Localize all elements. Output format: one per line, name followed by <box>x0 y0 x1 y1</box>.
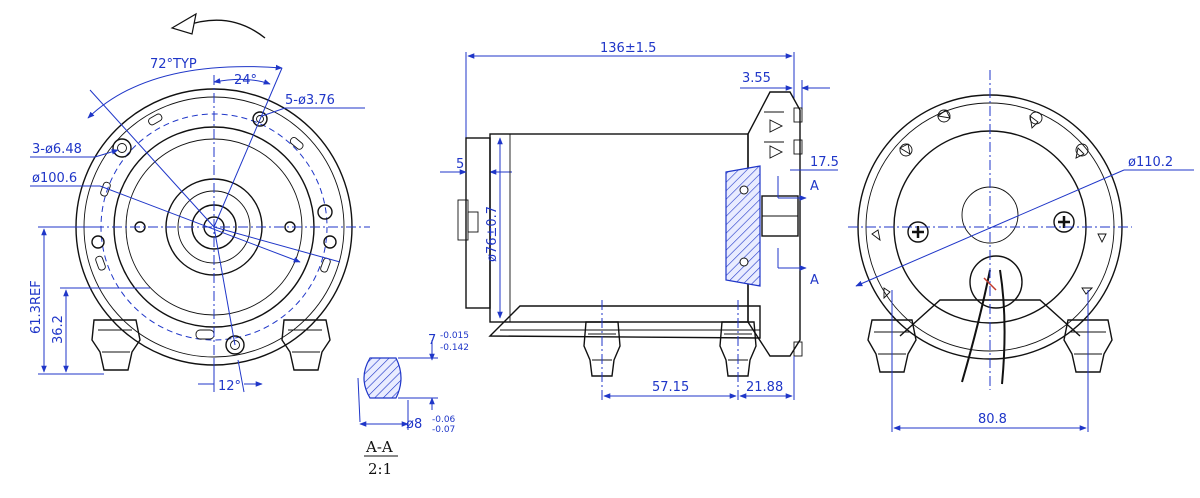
body-diameter-label: ø76±0.7 <box>485 206 500 262</box>
height-36-label: 36.2 <box>51 315 66 344</box>
angle-24-label: 24° <box>234 73 257 88</box>
rotation-arrowhead <box>170 12 197 35</box>
motor-body <box>489 133 749 323</box>
small-hole-label: 5-ø3.76 <box>285 93 335 108</box>
section-label-bottom: A <box>810 273 819 288</box>
key-width-label: 7 <box>428 333 436 348</box>
rear-cap-label: 5 <box>456 157 464 172</box>
cable-1 <box>961 269 991 383</box>
section-title: A-A <box>365 438 393 456</box>
key-tol-upper: -0.015 <box>440 331 469 341</box>
rear-diameter-label: ø110.2 <box>1128 155 1173 170</box>
bearing-section <box>725 165 761 287</box>
shaft-tol-lower: -0.07 <box>432 425 455 435</box>
cable-grommet <box>969 255 1023 309</box>
flange-offset-label: 3.55 <box>742 71 771 86</box>
section-view: 7 -0.015 -0.142 ø8 -0.06 -0.07 A-A 2:1 <box>357 331 469 478</box>
section-scale: 2:1 <box>368 460 392 478</box>
rear-slots <box>871 109 1107 300</box>
screw-right-icon <box>1053 211 1075 233</box>
front-diameter-label: ø100.6 <box>32 171 77 186</box>
foot-spacing-label: 57.15 <box>652 380 689 395</box>
foot-offset-label: 21.88 <box>746 380 783 395</box>
shaft-section <box>363 357 402 399</box>
rotation-direction-arrow <box>184 19 266 39</box>
angle-72-label: 72°TYP <box>150 57 197 72</box>
big-hole-label: 3-ø6.48 <box>32 142 82 157</box>
screw-left-icon <box>907 221 929 243</box>
foot-width-label: 80.8 <box>978 412 1007 427</box>
angle-12-label: 12° <box>218 379 241 394</box>
big-holes <box>112 138 333 355</box>
length-label: 136±1.5 <box>600 41 656 56</box>
shaft-length-label: 17.5 <box>810 155 839 170</box>
front-feet <box>91 319 331 371</box>
shaft-tol-upper: -0.06 <box>432 415 456 425</box>
height-ref-label: 61.3REF <box>29 280 44 334</box>
cable-2 <box>999 269 1006 385</box>
rear-view: ø110.2 80.8 <box>848 70 1194 432</box>
base-bracket <box>488 305 761 339</box>
side-view: 136±1.5 3.55 5 ø76±0.7 17.5 <box>440 41 839 400</box>
key-tol-lower: -0.142 <box>440 343 469 353</box>
front-view: 72°TYP 24° 5-ø3.76 3-ø6.48 ø100.6 61.3RE… <box>29 12 370 394</box>
shaft-dia-label: ø8 <box>406 417 422 432</box>
section-label-top: A <box>810 179 819 194</box>
